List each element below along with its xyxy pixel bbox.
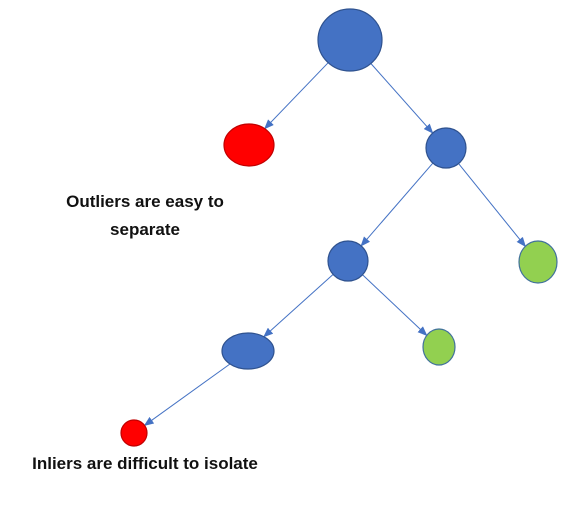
node-right-leaf	[518, 240, 558, 284]
outliers-annotation: Outliers are easy to separate	[66, 192, 224, 239]
inliers-annotation: Inliers are difficult to isolate	[32, 454, 258, 473]
node-root	[317, 8, 383, 72]
edge-middle-node-to-lower-right-leaf	[362, 274, 428, 337]
node-middle-node	[327, 240, 369, 282]
edge-right-child-to-middle-node	[360, 162, 434, 247]
node-outlier-leaf	[223, 123, 275, 167]
node-lower-right-leaf	[422, 328, 456, 366]
nodes-layer	[120, 8, 558, 447]
edges-layer	[143, 62, 526, 426]
edge-lower-left-node-to-inlier-leaf	[143, 363, 231, 426]
edge-root-to-outlier-leaf	[264, 62, 329, 130]
node-right-child	[425, 127, 467, 169]
edge-right-child-to-right-leaf	[458, 163, 526, 248]
edge-root-to-right-child	[370, 63, 434, 134]
edge-middle-node-to-lower-left-node	[263, 274, 334, 338]
node-lower-left-node	[221, 332, 275, 370]
node-inlier-leaf	[120, 419, 148, 447]
